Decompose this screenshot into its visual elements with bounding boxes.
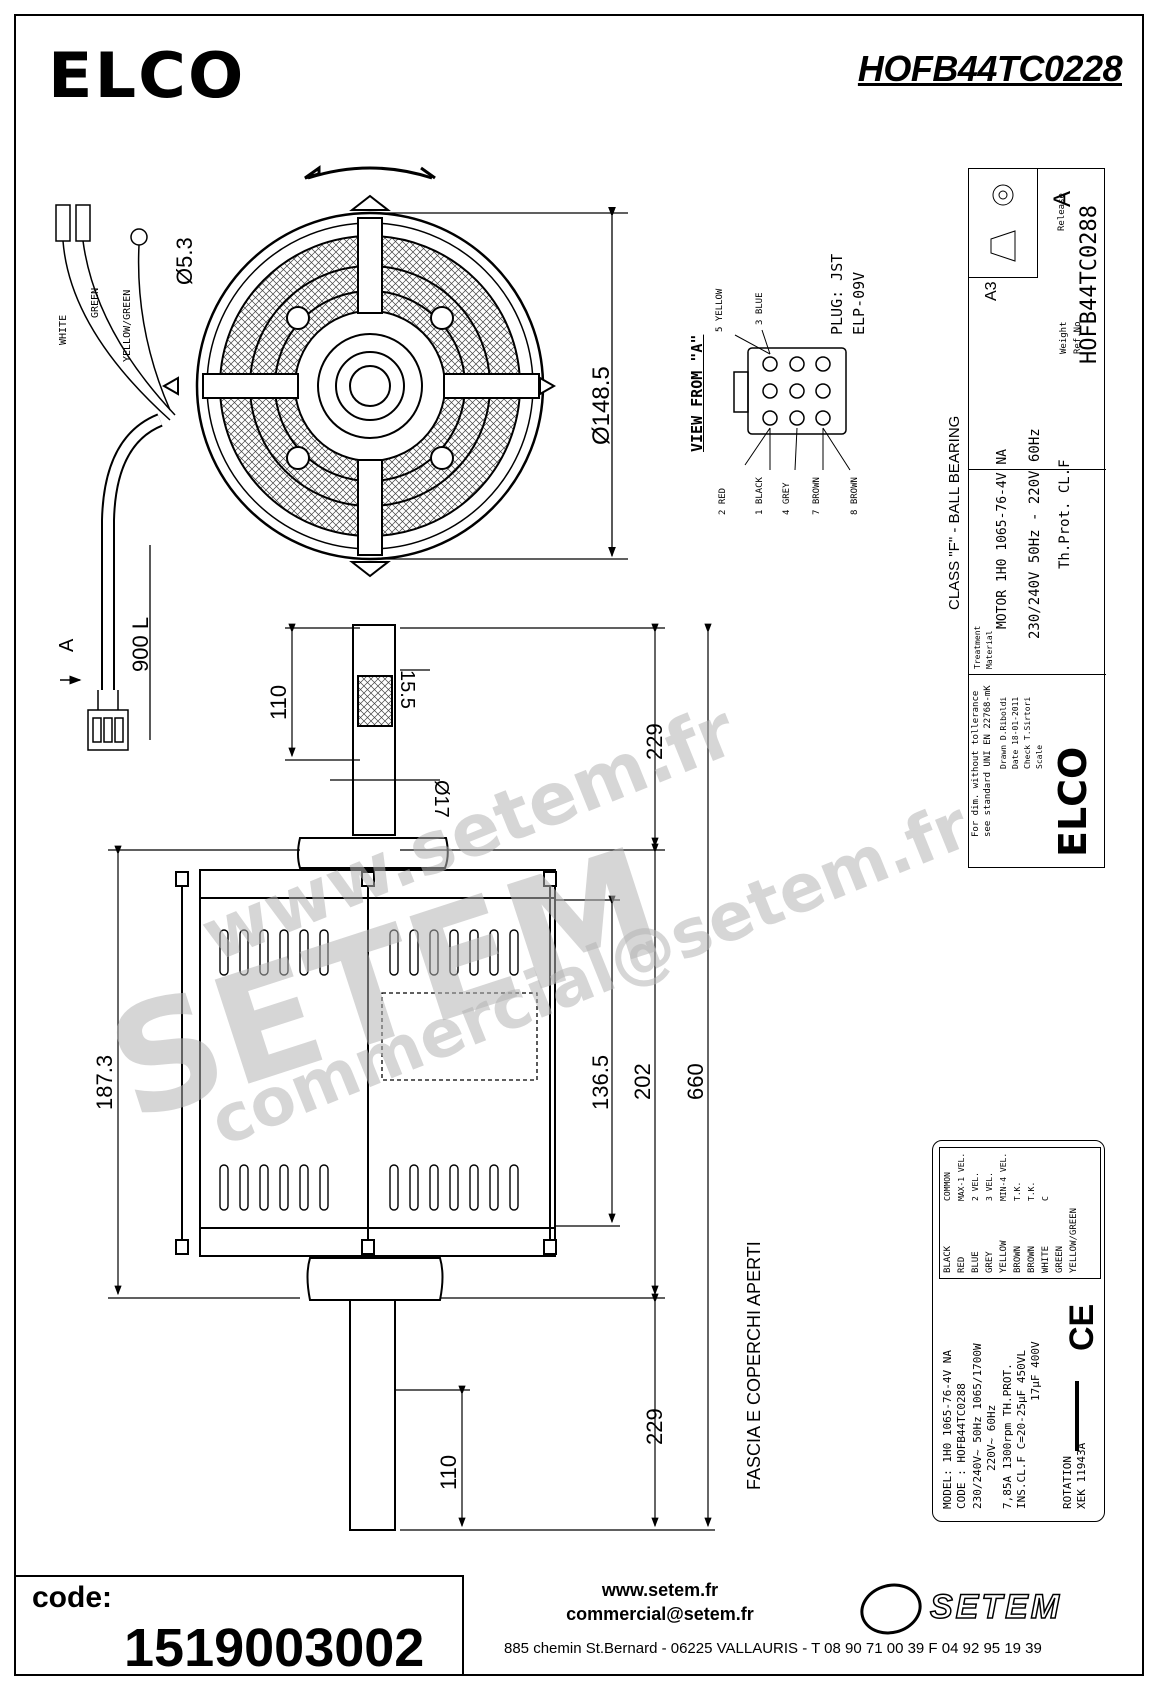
motor-line-1: MOTOR 1H0 1065-76-4V NA <box>995 448 1010 629</box>
plate-xek: XEK 11943A <box>1075 1442 1088 1509</box>
drawn-by: Drawn D.Riboldi <box>999 696 1008 769</box>
motor-side-view <box>175 624 557 1531</box>
pin-label: 5 YELLOW <box>715 288 725 332</box>
wire-label-yellow-green: YELLOW/GREEN <box>122 289 133 362</box>
vent-slots <box>219 929 519 1211</box>
lead-wires <box>55 204 176 751</box>
plate-line-3: 230/240V~ 50Hz 1065/1700W <box>971 1343 984 1509</box>
code-label: code: <box>32 1581 113 1614</box>
footer-web[interactable]: www.setem.fr <box>601 1580 719 1600</box>
wire-function: 2 VEL. <box>971 1172 980 1201</box>
plate-line-7: 17μF 400V <box>1029 1341 1042 1401</box>
wire-function: MAX-1 VEL. <box>957 1152 966 1201</box>
plug-line-1: PLUG: JST <box>828 253 846 335</box>
wire-color: BROWN <box>1027 1245 1037 1273</box>
motor-line-3: Th.Prot. CL.F <box>1057 459 1073 569</box>
wire-function: 3 VEL. <box>985 1172 994 1201</box>
view-marker: A <box>56 638 78 652</box>
dim-cable-length: 900 L <box>128 616 153 672</box>
ce-mark: CE <box>1063 1303 1101 1351</box>
treatment-label: Treatment <box>973 625 982 669</box>
wire-function: T.K. <box>1013 1181 1022 1201</box>
dim-fan-diameter: Ø148.5 <box>588 366 615 445</box>
plate-line-4: 220V~ 60Hz <box>985 1404 998 1471</box>
pin-label: 1 BLACK <box>755 477 765 515</box>
wire-function: T.K. <box>1027 1181 1036 1201</box>
plate-line-5: 7,85A 1300rpm TH.PROT. <box>1001 1363 1014 1509</box>
pin-label: 7 BROWN <box>812 477 822 515</box>
checked-by: Check T.Sirtori <box>1023 696 1032 769</box>
tolerance-line-2: see standard UNI EN 22768-mK <box>983 685 993 837</box>
fan-front-view <box>161 194 557 578</box>
connector-view-title: VIEW FROM "A" <box>688 334 706 452</box>
dim-overall: 660 <box>683 1063 708 1100</box>
dim-shaft-length-bottom: 229 <box>642 1408 667 1445</box>
dim-terminal: Ø5.3 <box>172 237 197 285</box>
rating-plate: BLACK RED BLUE GREY YELLOW BROWN BROWN W… <box>932 1140 1105 1522</box>
elco-logo: ELCO <box>48 39 246 112</box>
footer-code-box: code: 1519003002 <box>14 1575 464 1678</box>
pin-label: 3 BLUE <box>755 292 765 325</box>
wire-color: BLUE <box>971 1251 981 1273</box>
pin-label: 8 BROWN <box>850 477 860 515</box>
title-block: A3 Release A Weight Ref.No HOFB44TC0288 … <box>968 168 1106 868</box>
dim-total-body: 202 <box>630 1063 655 1100</box>
drawing-code: HOFB44TC0288 <box>1077 205 1102 364</box>
drawn-date: Date 18-01-2011 <box>1011 696 1020 769</box>
drawing-sheet <box>14 14 1144 1676</box>
projection-symbol <box>969 169 1038 278</box>
class-note: CLASS "F" - BALL BEARING <box>946 415 963 610</box>
open-note: FASCIA E COPERCHI APERTI <box>744 1241 764 1490</box>
wiring-table <box>939 1147 1101 1279</box>
wire-label-white: WHITE <box>58 314 69 345</box>
dim-shaft-key-bottom: 110 <box>436 1454 461 1490</box>
title-block-logo: ELCO <box>1051 746 1095 857</box>
release-value: A <box>1049 190 1076 207</box>
code-value: 1519003002 <box>124 1618 425 1678</box>
wire-color: WHITE <box>1041 1245 1051 1273</box>
wire-label-green: GREEN <box>90 287 101 318</box>
rotation-arrow-icon <box>1075 1381 1079 1451</box>
wire-function: MIN-4 VEL. <box>999 1152 1008 1201</box>
wire-function: C <box>1041 1196 1050 1201</box>
plug-line-2: ELP-09V <box>850 271 868 335</box>
rotation-arrow-icon <box>307 166 433 180</box>
pin-label: 4 GREY <box>782 482 792 515</box>
dim-body-height: 187.3 <box>92 1054 117 1110</box>
sheet-size: A3 <box>983 281 1000 301</box>
part-number: HOFB44TC0228 <box>857 48 1123 89</box>
wire-color: GREY <box>985 1251 995 1273</box>
plate-code: CODE : HOFB44TC0288 <box>955 1383 968 1509</box>
dim-shaft-key: 110 <box>266 684 291 720</box>
plate-rotation: ROTATION <box>1061 1456 1074 1509</box>
dim-shaft-diameter: Ø17 <box>430 780 452 818</box>
connector-view-a <box>733 329 851 471</box>
dim-shaft-flat: 15.5 <box>396 670 418 709</box>
scale-label: Scale <box>1035 744 1044 769</box>
footer-email[interactable]: commercial@setem.fr <box>566 1604 754 1624</box>
footer-brand: SETEM <box>929 1587 1063 1627</box>
wire-color: RED <box>957 1256 967 1273</box>
wire-color: GREEN <box>1055 1245 1065 1273</box>
wire-color: YELLOW <box>999 1240 1009 1273</box>
dim-shaft-length: 229 <box>642 723 667 760</box>
wire-function: COMMON <box>943 1172 952 1201</box>
wire-color: BROWN <box>1013 1245 1023 1273</box>
footer-address: 885 chemin St.Bernard - 06225 VALLAURIS … <box>504 1640 1042 1657</box>
weight-label: Weight <box>1059 321 1069 354</box>
wire-color: YELLOW/GREEN <box>1069 1207 1079 1273</box>
plate-line-6: INS.CL.F C=20-25μF 450VL <box>1015 1350 1028 1509</box>
wire-color: BLACK <box>943 1245 953 1273</box>
dim-inner-height: 136.5 <box>588 1054 613 1110</box>
pin-label: 2 RED <box>718 487 728 515</box>
tolerance-line-1: For dim. without tollerance <box>971 690 981 837</box>
motor-line-2: 230/240V 50Hz - 220V 60Hz <box>1027 428 1043 639</box>
material-label: Material <box>985 630 994 669</box>
plate-model: MODEL: 1H0 1065-76-4V NA <box>941 1350 954 1509</box>
